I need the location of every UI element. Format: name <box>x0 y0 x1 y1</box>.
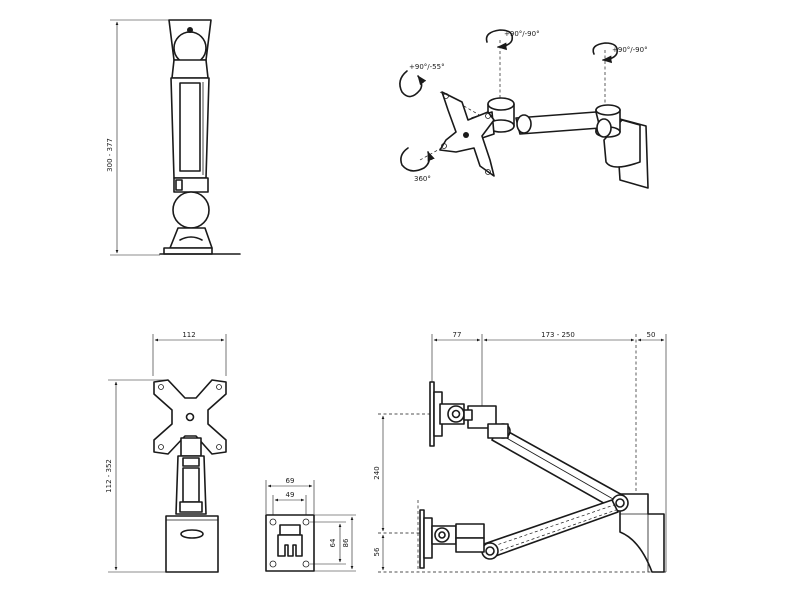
rotate-label: 360° <box>414 175 431 183</box>
swivel-far-arrow-icon <box>592 42 619 64</box>
side-height-dimension: 300 - 377 <box>106 138 114 172</box>
swivel-far-label: +90°/-90° <box>612 46 648 54</box>
front-view: 112 112 - 352 <box>105 331 227 573</box>
reach-head-dimension: 77 <box>453 331 462 339</box>
rotate-arrow-icon <box>400 147 435 172</box>
tilt-arrow-icon <box>399 70 427 98</box>
base-inner-width-dimension: 49 <box>286 491 295 499</box>
base-outer-width-dimension: 69 <box>286 477 295 485</box>
swivel-near-arrow-icon <box>485 29 514 51</box>
tilt-label: +90°/-55° <box>409 63 445 71</box>
front-width-dimension: 112 <box>182 331 195 339</box>
base-outer-height-dimension: 86 <box>342 538 350 547</box>
top-height-dimension: 240 <box>373 466 381 479</box>
base-inner-height-dimension: 64 <box>329 538 337 547</box>
front-height-dimension: 112 - 352 <box>105 459 113 493</box>
swivel-near-label: +90°/-90° <box>504 30 540 38</box>
reach-arm-dimension: 173 - 250 <box>541 331 575 339</box>
reach-view: 77 173 - 250 50 240 56 <box>373 331 667 573</box>
isometric-view: +90°/-90° +90°/-90° +90°/-55° 360° <box>399 29 649 189</box>
base-plate-view: 69 49 64 86 <box>265 477 356 572</box>
reach-wall-dimension: 50 <box>647 331 656 339</box>
bottom-height-dimension: 56 <box>373 547 381 556</box>
side-view: 300 - 377 <box>106 19 241 256</box>
